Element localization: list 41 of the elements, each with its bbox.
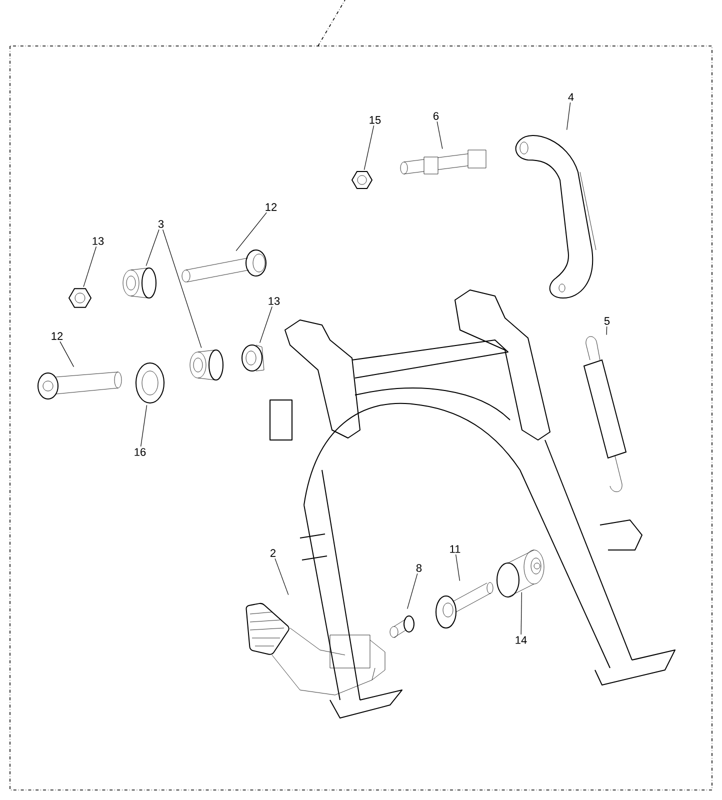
stud-drawing — [400, 150, 486, 174]
leader-line — [60, 341, 74, 368]
leader-line — [260, 306, 272, 344]
pin-drawing — [390, 616, 414, 638]
callout-number: 15 — [370, 116, 381, 124]
callout-number: 3 — [158, 220, 164, 228]
leader-line — [236, 212, 267, 252]
leader-line — [274, 558, 289, 596]
callout-number: 2 — [270, 549, 276, 557]
link-arm-drawing — [515, 134, 596, 298]
leader-line — [436, 121, 443, 150]
callout-number: 8 — [416, 564, 422, 572]
callout-number: 5 — [604, 317, 610, 325]
callout-number: 12 — [266, 203, 277, 211]
leader-line — [407, 573, 418, 610]
callout-number: 16 — [134, 448, 146, 456]
bolt-drawing — [38, 372, 122, 400]
callout-number: 13 — [268, 297, 280, 305]
leader-line — [140, 404, 148, 447]
callout-number: 13 — [92, 237, 104, 245]
pin-drawing — [436, 582, 494, 628]
leader-line — [364, 125, 374, 170]
leader-line — [520, 592, 522, 635]
leader-line — [83, 246, 97, 288]
washer-drawing — [136, 362, 164, 404]
leader-line — [566, 102, 571, 130]
callout-number: 12 — [52, 332, 63, 340]
leader-line — [456, 554, 460, 582]
leader-line — [146, 229, 160, 266]
pedal-drawing — [246, 602, 386, 696]
callout-number: 6 — [434, 112, 439, 120]
rubber-bumper-drawing — [496, 550, 544, 598]
leader-line — [606, 326, 608, 336]
callout-number: 4 — [568, 93, 574, 101]
callout-number: 11 — [450, 545, 460, 553]
bushing-drawing — [122, 268, 156, 298]
callout-number: 14 — [516, 636, 527, 644]
bushing-drawing — [190, 350, 224, 380]
bolt-drawing — [182, 250, 266, 282]
leader-line — [162, 229, 202, 348]
nut-drawing — [242, 344, 264, 372]
